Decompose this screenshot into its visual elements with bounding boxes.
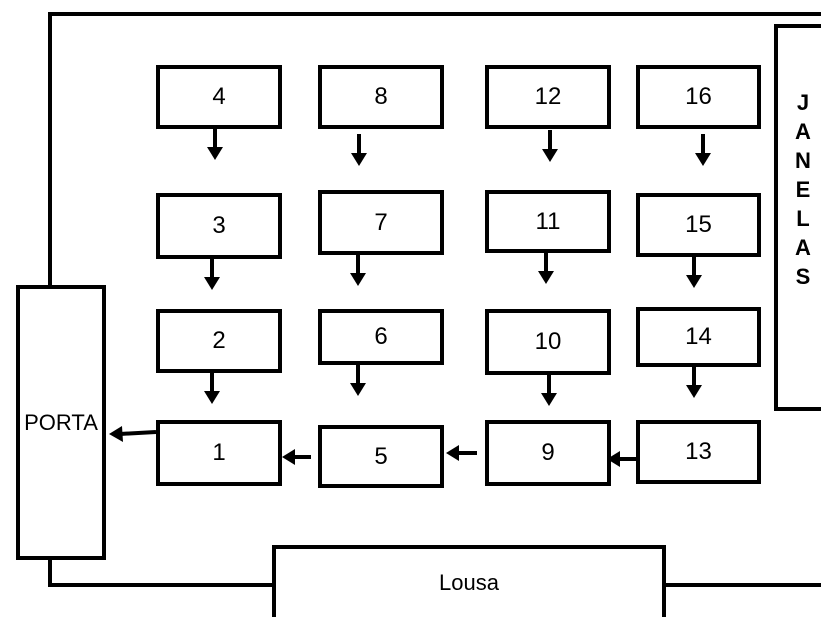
arrow-5-to-1-head	[282, 449, 295, 465]
desk-2: 2	[156, 309, 282, 373]
vertical-arrows	[204, 128, 711, 406]
desk-label: 12	[534, 83, 562, 110]
windows-letter: A	[795, 119, 811, 144]
desk-15: 15	[636, 193, 761, 257]
door: PORTA	[16, 285, 106, 560]
arrow-4-to-3-head	[207, 147, 223, 160]
windows-letter: L	[796, 206, 810, 231]
room-wall-bottom-left	[48, 560, 272, 587]
horizontal-arrows	[109, 426, 638, 467]
arrow-13-to-9-head	[607, 451, 620, 467]
room-walls	[48, 12, 821, 587]
desk-16: 16	[636, 65, 761, 129]
windows-letter: S	[795, 264, 811, 289]
desk-8: 8	[318, 65, 444, 129]
arrow-1-to-door-shaft	[119, 430, 157, 436]
arrow-12-to-11-head	[542, 149, 558, 162]
arrow-1-to-door-head	[109, 426, 123, 442]
desk-label: 13	[685, 438, 712, 465]
desk-12: 12	[485, 65, 611, 129]
desk-10: 10	[485, 309, 611, 375]
desk-1: 1	[156, 420, 282, 486]
arrow-15-to-14-head	[686, 275, 702, 288]
arrow-16-to-15-head	[695, 153, 711, 166]
desk-label: 1	[212, 439, 226, 466]
desk-label: 10	[534, 328, 562, 355]
arrow-2-to-1-head	[204, 391, 220, 404]
desk-label: 9	[541, 439, 555, 466]
arrow-6-to-5-head	[350, 383, 366, 396]
desk-14: 14	[636, 307, 761, 367]
room-wall-top-left	[48, 12, 821, 286]
desk-label: 15	[685, 211, 712, 238]
desk-4: 4	[156, 65, 282, 129]
arrow-14-to-13-head	[686, 385, 702, 398]
arrow-7-to-6-head	[350, 273, 366, 286]
desk-13: 13	[636, 420, 761, 484]
windows-letter: N	[795, 148, 811, 173]
desk-label: 3	[212, 212, 226, 239]
windows-label: J A N E L A S	[783, 92, 821, 288]
desk-7: 7	[318, 190, 444, 255]
desk-3: 3	[156, 193, 282, 259]
desk-label: 8	[374, 83, 388, 110]
windows-letter: E	[795, 177, 811, 202]
desk-6: 6	[318, 309, 444, 365]
arrow-3-to-2-head	[204, 277, 220, 290]
desk-11: 11	[485, 190, 611, 253]
desk-9: 9	[485, 420, 611, 486]
blackboard: Lousa	[272, 545, 666, 617]
desk-label: 2	[212, 327, 226, 354]
desk-label: 11	[535, 207, 561, 235]
arrow-10-to-9-head	[541, 393, 557, 406]
arrow-8-to-7-head	[351, 153, 367, 166]
windows-letter: J	[796, 90, 810, 115]
arrow-9-to-5-head	[446, 445, 459, 461]
desk-label: 14	[685, 323, 712, 350]
desk-label: 6	[374, 323, 388, 350]
blackboard-label: Lousa	[439, 570, 499, 595]
windows-letter: A	[795, 235, 811, 260]
desk-label: 5	[374, 442, 388, 470]
windows-panel	[774, 24, 821, 411]
arrow-11-to-10-head	[538, 271, 554, 284]
door-label: PORTA	[24, 409, 98, 435]
desk-label: 7	[374, 208, 388, 236]
desk-label: 4	[212, 83, 226, 110]
desk-label: 16	[685, 83, 712, 110]
desk-5: 5	[318, 425, 444, 488]
